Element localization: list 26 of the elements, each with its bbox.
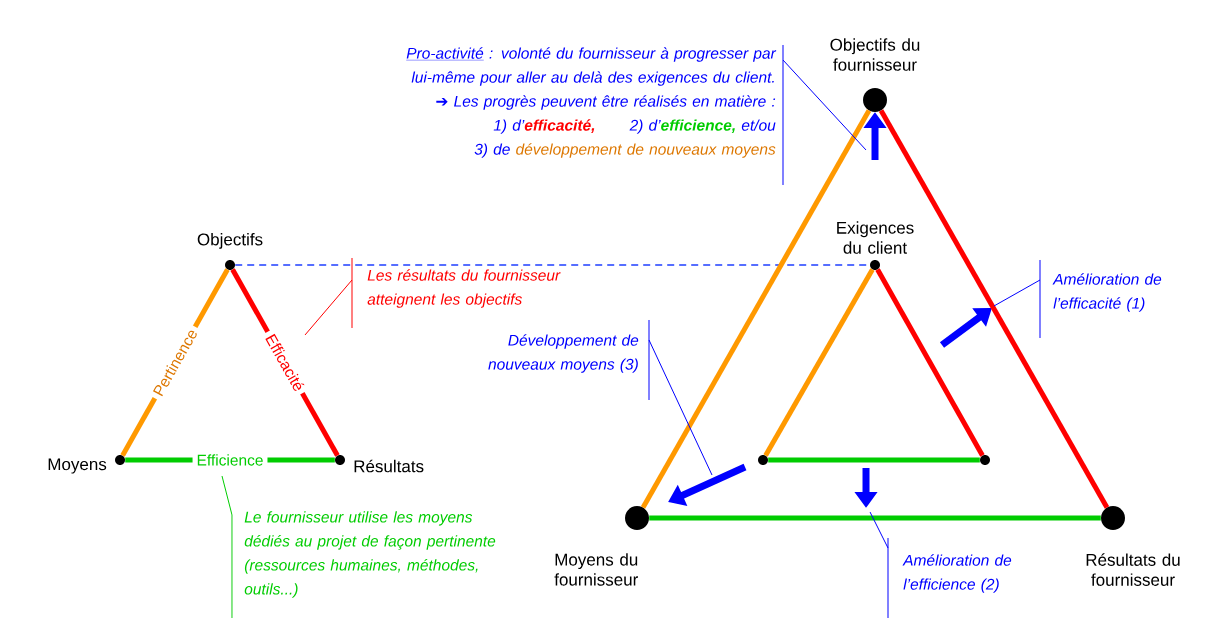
- triangle-side: [878, 109, 1110, 509]
- vertex-label: Exigences du client: [837, 221, 914, 254]
- callout-text: Les résultats du fournisseur atteignent les objectifs: [367, 269, 561, 308]
- leader-line: [869, 511, 889, 618]
- vertex-label: Objectifs du fournisseur: [830, 38, 920, 71]
- leader-line: [782, 44, 867, 186]
- triangle-side: [875, 268, 985, 457]
- vertex-label: Objectifs: [197, 232, 263, 249]
- leader-line: [221, 475, 233, 618]
- callout-text: Amélioration de l’efficacité (1): [1052, 273, 1162, 312]
- vertex-label: Résultats: [354, 459, 424, 473]
- leader-line: [993, 259, 1041, 339]
- edge-label: Efficience: [192, 450, 268, 470]
- callout-text: Le fournisseur utilise les moyens dédiés au projet de façon pertinente (ressources humaines, méthodes, outils...): [244, 511, 496, 598]
- triangle-side: [763, 268, 875, 457]
- leader-line: [648, 319, 713, 476]
- vertex-label: Moyens: [48, 458, 107, 474]
- vertex-label: Moyens du fournisseur: [554, 553, 638, 586]
- callout-text: Développement de nouveaux moyens (3): [488, 334, 639, 373]
- triangle-side: [640, 109, 872, 509]
- triangle-side: [768, 457, 980, 463]
- triangle-side: [649, 515, 1101, 521]
- callout-text: Pro-activité : volonté du fournisseur à progresser par lui-même pour aller au delà des exigences du client. ➔ Les progrès peuvent être réalisés en matière : 1) d’efficacité, 2) d’efficience, et/ou 3) de développement de nouveaux moyens: [406, 47, 777, 158]
- callout-text: Amélioration de l’efficience (2): [902, 554, 1012, 593]
- leader-line: [304, 257, 353, 336]
- vertex-label: Résultats du fournisseur: [1086, 553, 1180, 586]
